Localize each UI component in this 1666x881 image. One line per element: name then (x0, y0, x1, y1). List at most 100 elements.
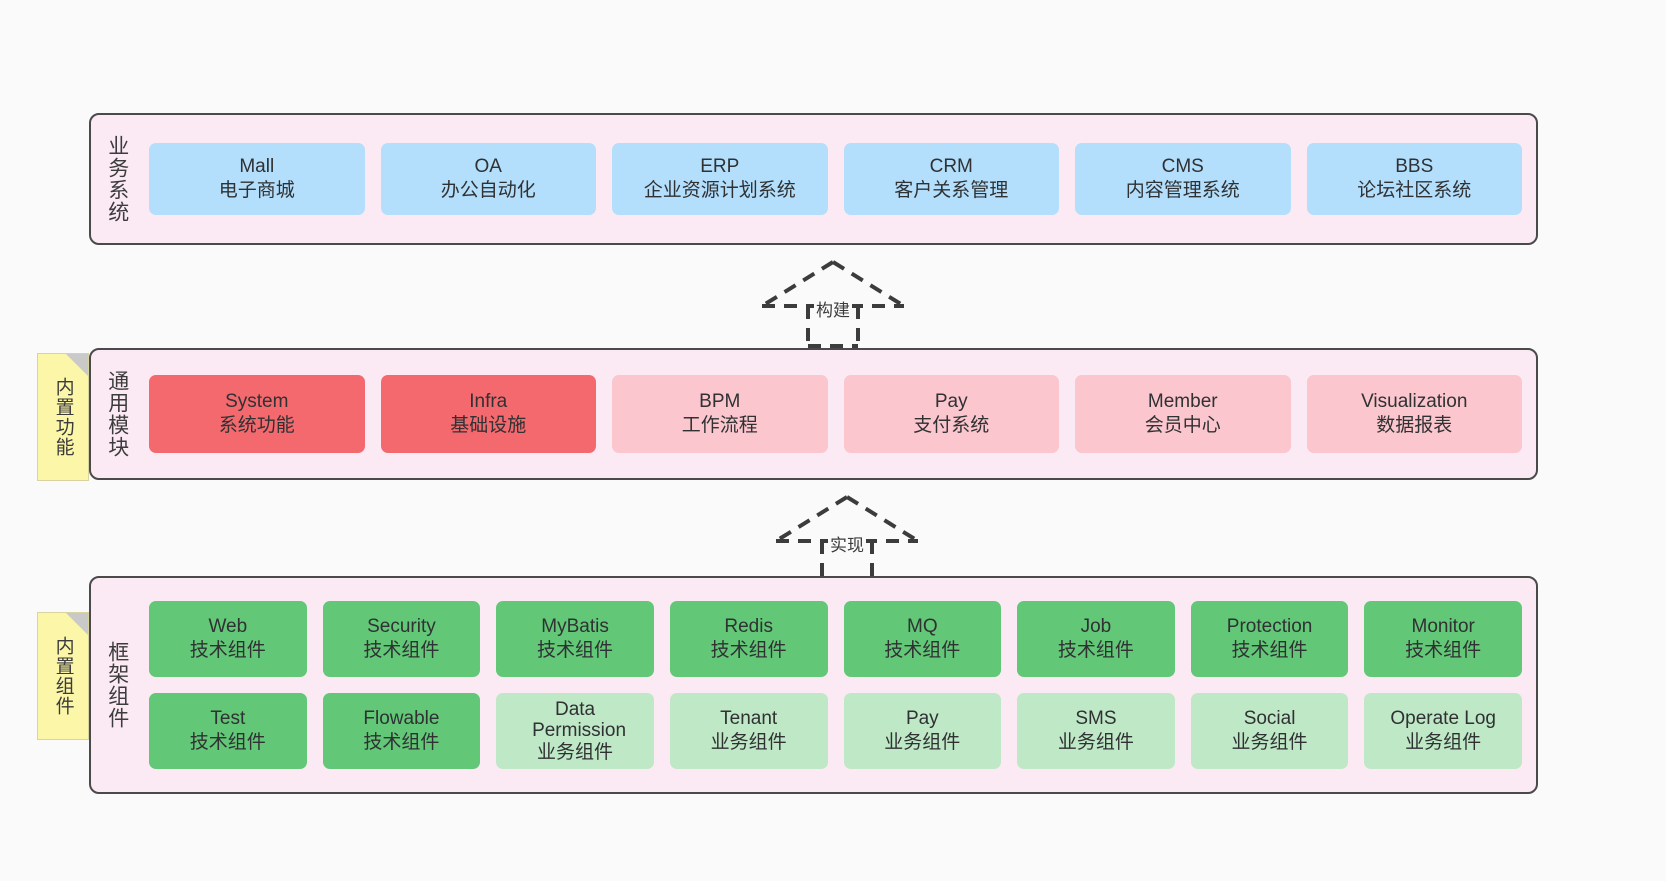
node-erp[interactable]: ERP 企业资源计划系统 (612, 143, 828, 215)
note-builtin-function: 内置功能 (37, 353, 89, 481)
node-label-en: ERP (700, 156, 740, 178)
node-system[interactable]: System 系统功能 (149, 375, 365, 453)
node-label-cn: 系统功能 (218, 415, 295, 436)
node-member[interactable]: Member 会员中心 (1075, 375, 1291, 453)
connector-label-build: 构建 (814, 296, 852, 321)
node-oa[interactable]: OA 办公自动化 (380, 143, 596, 215)
node-label-cn: 支付系统 (913, 415, 990, 436)
node-label-en: BPM (699, 391, 741, 413)
layer-framework-component: 框架组件 Web 技术组件 Security 技术组件 MyBatis 技术组件… (89, 576, 1538, 794)
node-social[interactable]: Social 业务组件 (1190, 693, 1349, 769)
node-label-cn: 电子商城 (218, 180, 295, 201)
node-label-en: Data Permission (532, 698, 627, 742)
node-label-cn: 技术组件 (1231, 640, 1308, 661)
node-label-en: Web (208, 616, 248, 638)
node-label-cn: 业务组件 (1231, 732, 1308, 753)
node-label-en: Flowable (363, 708, 440, 730)
layer-business-system: 业务系统 Mall 电子商城 OA 办公自动化 ERP 企业资源计划系统 CRM… (89, 113, 1538, 245)
node-sms[interactable]: SMS 业务组件 (1017, 693, 1175, 769)
node-job[interactable]: Job 技术组件 (1017, 601, 1175, 677)
node-mall[interactable]: Mall 电子商城 (149, 143, 365, 215)
node-label-en: OA (474, 156, 502, 178)
node-label-en: Pay (934, 391, 968, 413)
node-label-cn: 客户关系管理 (894, 180, 1009, 201)
node-label-en: CRM (929, 156, 973, 178)
node-label-cn: 会员中心 (1144, 415, 1221, 436)
node-cms[interactable]: CMS 内容管理系统 (1075, 143, 1291, 215)
node-protection[interactable]: Protection 技术组件 (1190, 601, 1349, 677)
node-label-en: Security (367, 616, 436, 638)
note-label: 内置组件 (52, 636, 74, 716)
node-label-en: BBS (1395, 156, 1434, 178)
node-label-en: System (225, 391, 289, 413)
note-fold-corner-icon (66, 613, 88, 635)
node-label-cn: 业务组件 (1405, 732, 1482, 753)
node-flowable[interactable]: Flowable 技术组件 (322, 693, 481, 769)
node-label-cn: 技术组件 (363, 732, 440, 753)
node-label-en: Member (1147, 391, 1218, 413)
layer-title-business-system: 业务系统 (105, 135, 129, 223)
node-visualization[interactable]: Visualization 数据报表 (1306, 375, 1522, 453)
node-label-en: Protection (1226, 616, 1313, 638)
node-label-en: Redis (724, 616, 773, 638)
node-label-cn: 数据报表 (1376, 415, 1453, 436)
node-crm[interactable]: CRM 客户关系管理 (843, 143, 1059, 215)
node-label-cn: 办公自动化 (440, 180, 536, 201)
layer-body-business-system: Mall 电子商城 OA 办公自动化 ERP 企业资源计划系统 CRM 客户关系… (143, 115, 1536, 243)
node-row: Test 技术组件 Flowable 技术组件 Data Permission … (149, 693, 1522, 769)
node-label-cn: 业务组件 (537, 741, 614, 763)
connector-label-implement: 实现 (828, 531, 866, 556)
node-row: Web 技术组件 Security 技术组件 MyBatis 技术组件 Redi… (149, 601, 1522, 677)
layer-common-module: 通用模块 System 系统功能 Infra 基础设施 BPM 工作流程 Pay… (89, 348, 1538, 480)
node-label-en: MyBatis (541, 616, 609, 638)
node-label-en: Monitor (1411, 616, 1475, 638)
connector-implement: 实现 (772, 493, 922, 583)
note-builtin-component: 内置组件 (37, 612, 89, 740)
layer-body-framework-component: Web 技术组件 Security 技术组件 MyBatis 技术组件 Redi… (143, 578, 1536, 792)
node-pay-module[interactable]: Pay 支付系统 (843, 375, 1059, 453)
node-redis[interactable]: Redis 技术组件 (669, 601, 828, 677)
node-label-cn: 业务组件 (884, 732, 961, 753)
node-label-cn: 技术组件 (1057, 640, 1134, 661)
node-label-cn: 技术组件 (1405, 640, 1482, 661)
connector-build: 构建 (758, 258, 908, 348)
node-label-cn: 企业资源计划系统 (643, 180, 796, 201)
layer-title-common-module: 通用模块 (105, 370, 129, 458)
node-label-en: Job (1080, 616, 1112, 638)
note-label: 内置功能 (52, 377, 74, 457)
node-label-en: SMS (1075, 708, 1117, 730)
node-label-cn: 内容管理系统 (1125, 180, 1240, 201)
node-label-cn: 技术组件 (189, 732, 266, 753)
node-label-en: Operate Log (1390, 708, 1496, 730)
node-label-en: MQ (907, 616, 938, 638)
node-label-cn: 技术组件 (537, 640, 614, 661)
node-monitor[interactable]: Monitor 技术组件 (1364, 601, 1522, 677)
node-infra[interactable]: Infra 基础设施 (380, 375, 596, 453)
node-test[interactable]: Test 技术组件 (149, 693, 307, 769)
node-label-cn: 论坛社区系统 (1357, 180, 1472, 201)
node-pay-component[interactable]: Pay 业务组件 (843, 693, 1002, 769)
node-web[interactable]: Web 技术组件 (149, 601, 307, 677)
node-operate-log[interactable]: Operate Log 业务组件 (1364, 693, 1522, 769)
node-label-en: Pay (905, 708, 939, 730)
node-mq[interactable]: MQ 技术组件 (843, 601, 1002, 677)
node-bpm[interactable]: BPM 工作流程 (612, 375, 828, 453)
node-label-en: Social (1243, 708, 1296, 730)
node-mybatis[interactable]: MyBatis 技术组件 (496, 601, 654, 677)
node-row: Mall 电子商城 OA 办公自动化 ERP 企业资源计划系统 CRM 客户关系… (149, 143, 1522, 215)
node-data-permission[interactable]: Data Permission 业务组件 (496, 693, 654, 769)
node-label-cn: 技术组件 (363, 640, 440, 661)
node-label-cn: 技术组件 (710, 640, 787, 661)
note-fold-corner-icon (66, 354, 88, 376)
node-label-cn: 工作流程 (681, 415, 758, 436)
node-label-en: Infra (469, 391, 508, 413)
node-tenant[interactable]: Tenant 业务组件 (669, 693, 828, 769)
node-label-cn: 业务组件 (710, 732, 787, 753)
node-label-en: Mall (239, 156, 275, 178)
node-bbs[interactable]: BBS 论坛社区系统 (1306, 143, 1522, 215)
node-label-en: Test (210, 708, 246, 730)
node-row: System 系统功能 Infra 基础设施 BPM 工作流程 Pay 支付系统… (149, 375, 1522, 453)
node-label-en: CMS (1161, 156, 1204, 178)
node-security[interactable]: Security 技术组件 (322, 601, 481, 677)
